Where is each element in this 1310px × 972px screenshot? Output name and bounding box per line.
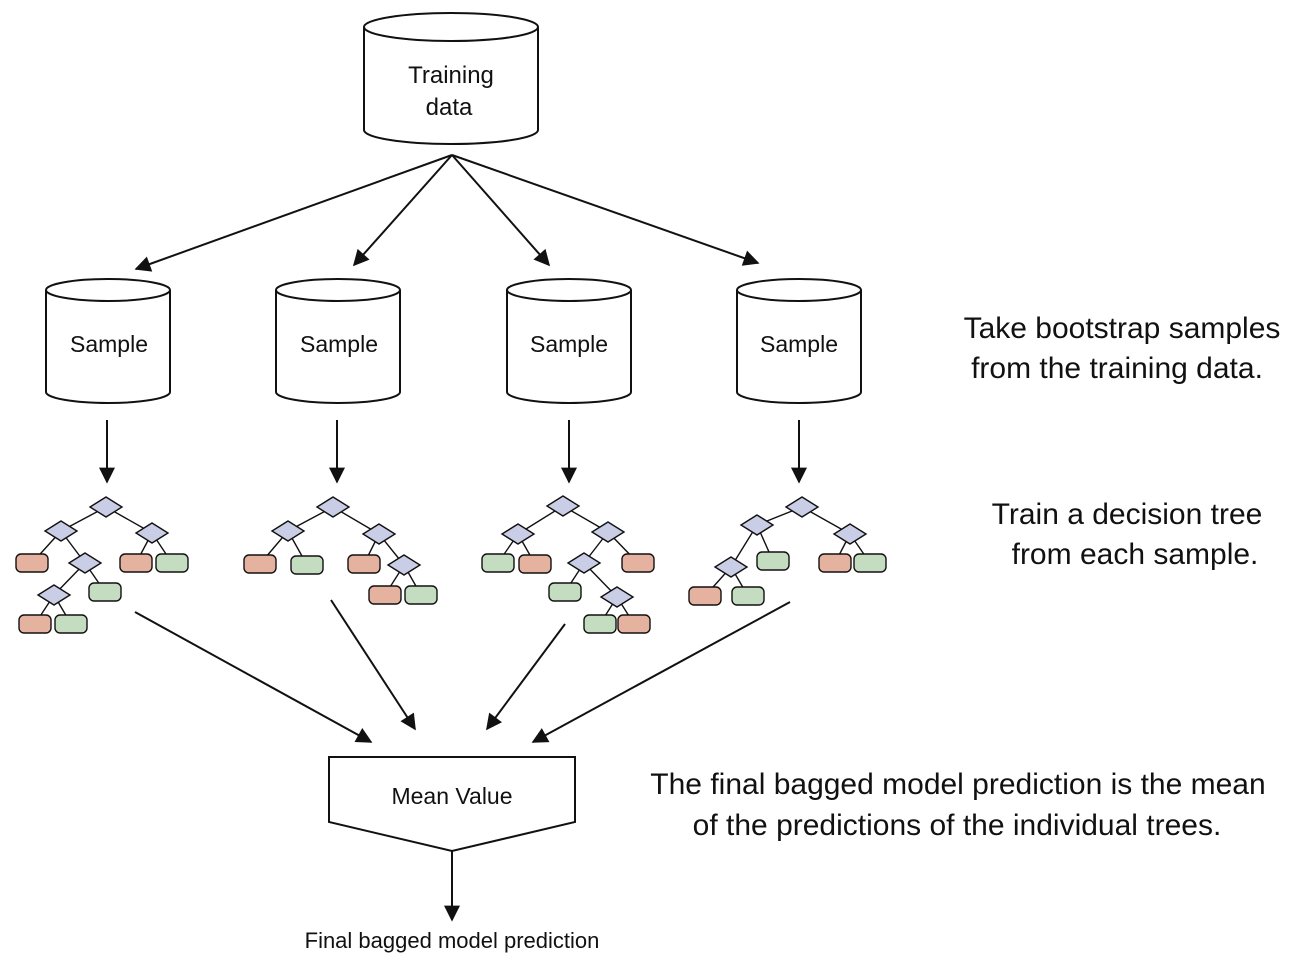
arrow-to-sample-1 <box>134 154 453 272</box>
leaf-node-red <box>368 585 402 605</box>
note-train-line-2: from each sample. <box>1012 538 1259 571</box>
note-final-line-1: The final bagged model prediction is the… <box>650 768 1265 801</box>
arrow-to-sample-2 <box>352 154 453 267</box>
bootstrap-arrows <box>134 154 760 272</box>
decision-node <box>386 554 422 576</box>
leaf-node-red <box>518 554 552 574</box>
sample-label: Sample <box>760 331 838 357</box>
decision-node <box>784 496 820 518</box>
arrow-tree-2-to-mean <box>330 599 416 731</box>
sample-label: Sample <box>70 331 148 357</box>
note-train-line-1: Train a decision tree <box>992 498 1263 531</box>
decision-node <box>545 495 581 517</box>
arrow-to-sample-3 <box>451 154 551 267</box>
arrow-tree-4-to-mean <box>531 601 791 743</box>
decision-node <box>566 552 602 574</box>
note-final-line-2: of the predictions of the individual tre… <box>693 809 1222 842</box>
decision-node <box>315 496 351 518</box>
sample-label: Sample <box>300 331 378 357</box>
decision-node <box>500 523 536 545</box>
training-data-cylinder: Training data <box>363 12 539 145</box>
leaf-node-green <box>853 553 887 573</box>
training-data-label-1: Training <box>408 62 494 89</box>
decision-node <box>832 523 868 545</box>
decision-node <box>590 521 626 543</box>
leaf-node-red <box>18 614 52 634</box>
note-bootstrap-line-2: from the training data. <box>971 352 1263 385</box>
aggregate-arrows <box>134 599 791 743</box>
decision-tree-1 <box>15 496 189 634</box>
sample-cylinder-2: Sample <box>275 278 401 404</box>
sample-cylinder-1: Sample <box>45 278 171 404</box>
training-data-label-2: data <box>426 94 473 121</box>
decision-node <box>739 514 775 536</box>
decision-node <box>599 586 635 608</box>
leaf-node-red <box>818 553 852 573</box>
mean-value-label: Mean Value <box>391 783 512 809</box>
sample-label: Sample <box>530 331 608 357</box>
decision-trees <box>15 495 887 634</box>
arrow-tree-3-to-mean <box>486 623 566 731</box>
leaf-node-red <box>621 553 655 573</box>
leaf-node-red <box>243 554 277 574</box>
leaf-node-green <box>481 553 515 573</box>
leaf-node-green <box>290 555 324 575</box>
leaf-node-green <box>731 586 765 606</box>
decision-node <box>43 520 79 542</box>
decision-tree-3 <box>481 495 655 634</box>
decision-node <box>270 520 306 542</box>
train-arrows <box>99 420 807 484</box>
decision-tree-2 <box>243 496 438 605</box>
mean-value-box: Mean Value <box>328 756 576 853</box>
sample-cylinder-3: Sample <box>506 278 632 404</box>
leaf-node-green <box>88 582 122 602</box>
sample-cylinder-4: Sample <box>736 278 862 404</box>
leaf-node-green <box>155 553 189 573</box>
leaf-node-red <box>347 554 381 574</box>
leaf-node-green <box>583 614 617 634</box>
decision-node <box>88 496 124 518</box>
leaf-node-red <box>15 553 49 573</box>
arrow-tree-1-to-mean <box>134 611 373 743</box>
final-prediction-label: Final bagged model prediction <box>305 928 600 953</box>
note-bootstrap-line-1: Take bootstrap samples <box>964 312 1281 345</box>
leaf-node-green <box>404 585 438 605</box>
decision-node <box>361 523 397 545</box>
arrow-to-sample-4 <box>451 154 760 266</box>
leaf-node-red <box>119 553 153 573</box>
decision-node <box>36 584 72 606</box>
leaf-node-red <box>617 614 651 634</box>
leaf-node-red <box>688 586 722 606</box>
leaf-node-green <box>548 582 582 602</box>
decision-node <box>67 552 103 574</box>
decision-node <box>134 522 170 544</box>
leaf-node-green <box>54 614 88 634</box>
decision-node <box>713 556 749 578</box>
decision-tree-4 <box>688 496 887 606</box>
leaf-node-green <box>756 551 790 571</box>
